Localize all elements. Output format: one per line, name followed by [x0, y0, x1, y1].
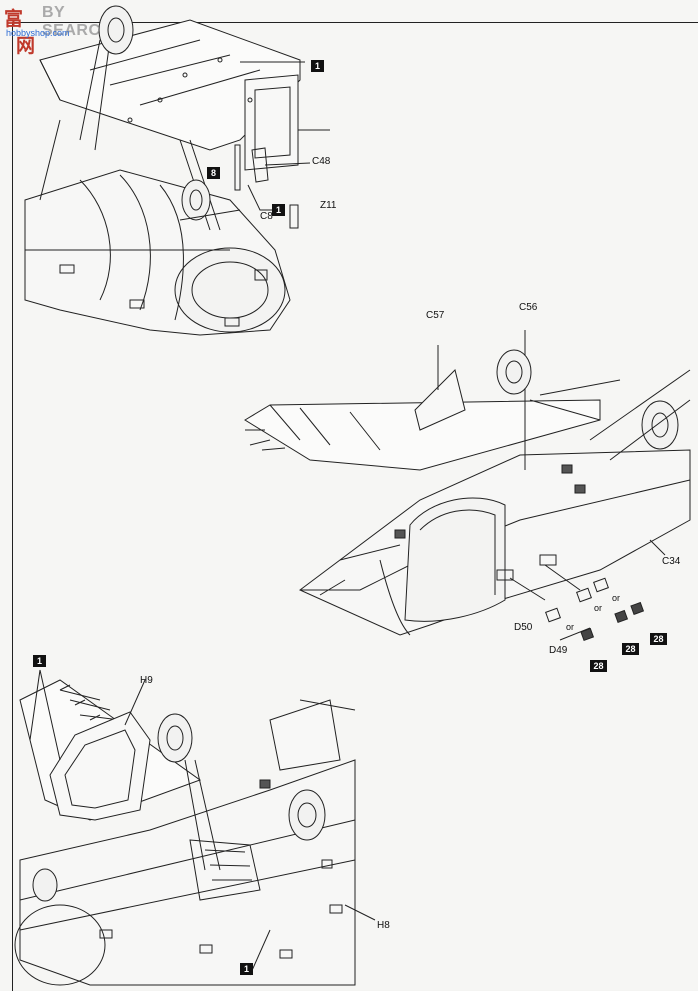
label-or-1: or	[612, 593, 621, 603]
step-badge-1-bottom: 1	[240, 963, 253, 975]
label-c57: C57	[426, 310, 445, 321]
watermark-en: BY SEARCH	[42, 4, 113, 39]
watermark-cn: 富网	[4, 9, 37, 57]
step-badge-28-b: 28	[622, 643, 639, 655]
label-or-3: or	[566, 622, 575, 632]
label-h8: H8	[377, 920, 390, 931]
page-frame	[12, 22, 698, 991]
label-c48: C48	[312, 156, 331, 167]
label-z11: Z11	[320, 200, 337, 211]
watermark-url: hobbyshop.com	[6, 28, 70, 38]
step-badge-8: 8	[207, 167, 220, 179]
label-or-2: or	[594, 603, 603, 613]
step-badge-1-bottom-left: 1	[33, 655, 46, 667]
label-c56: C56	[519, 302, 538, 313]
label-c8: C8	[260, 211, 273, 222]
middle-right-drawing	[245, 330, 690, 640]
step-badge-28-a: 28	[590, 660, 607, 672]
step-badge-28-c: 28	[650, 633, 667, 645]
label-d49: D49	[549, 645, 568, 656]
step-badge-1-c8: 1	[272, 204, 285, 216]
top-left-drawing	[25, 6, 330, 335]
label-d50: D50	[514, 622, 533, 633]
step-badge-1-top: 1	[311, 60, 324, 72]
label-c34: C34	[662, 556, 681, 567]
bottom-left-drawing	[15, 670, 375, 985]
label-h9: H9	[140, 675, 153, 686]
